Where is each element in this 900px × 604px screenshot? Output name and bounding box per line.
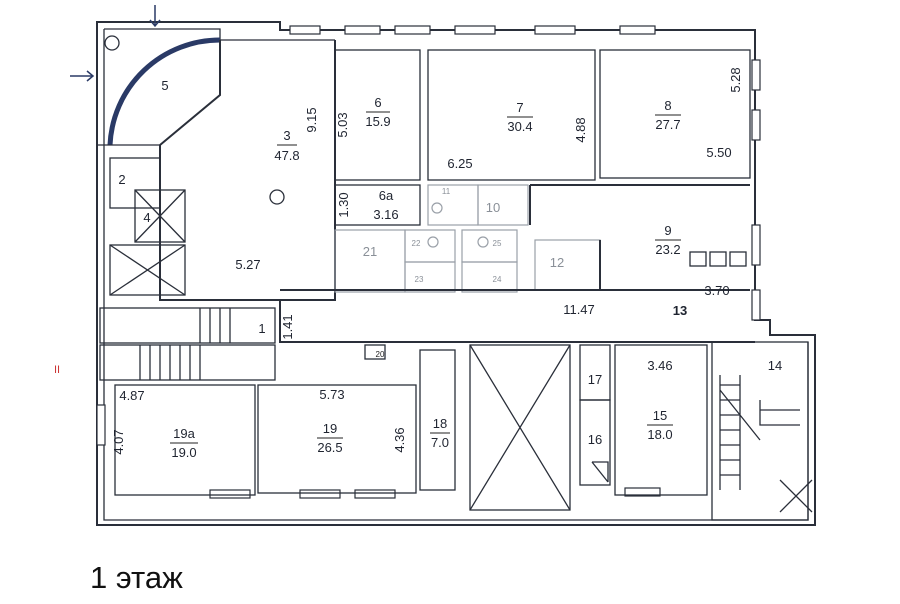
- floor-label: 1 этаж: [90, 560, 183, 595]
- radiator-icon: [709, 251, 727, 267]
- dim-6-25: 6.25: [447, 156, 472, 171]
- room-18-number: 18: [433, 416, 447, 431]
- shaft-crossed: [469, 344, 571, 511]
- entrance-arrow-icon: [149, 5, 161, 28]
- room-6a-number: 6а: [379, 188, 394, 203]
- column-icon: [269, 189, 285, 205]
- column-icon: [104, 35, 120, 51]
- dim-5-03: 5.03: [335, 112, 350, 137]
- room-19a-number: 19а: [173, 426, 195, 441]
- dim-4-36: 4.36: [392, 427, 407, 452]
- room-19-number: 19: [323, 421, 337, 436]
- room-5-number: 5: [161, 78, 168, 93]
- wet-rooms: [334, 184, 601, 293]
- dim-4-87: 4.87: [119, 388, 144, 403]
- room-12-number: 12: [550, 255, 564, 270]
- room-7-area: 30.4: [507, 119, 532, 134]
- room-16-number: 16: [588, 432, 602, 447]
- room-17-number: 17: [588, 372, 602, 387]
- room-10-number: 10: [486, 200, 500, 215]
- curved-wall: [107, 37, 221, 146]
- dim-4-88: 4.88: [573, 117, 588, 142]
- room-25-number: 25: [493, 239, 502, 248]
- dim-9-15: 9.15: [304, 107, 319, 132]
- room-13-number: 13: [673, 303, 687, 318]
- section-mark: II: [54, 364, 60, 376]
- radiator-icon: [689, 251, 707, 267]
- elevator-4: [134, 189, 186, 243]
- dim-5-27: 5.27: [235, 257, 260, 272]
- dim-11-47: 11.47: [563, 302, 595, 317]
- dim-5-50: 5.50: [706, 145, 731, 160]
- dim-4-07: 4.07: [111, 429, 126, 454]
- shaft: [109, 244, 186, 296]
- room-21-number: 21: [363, 244, 377, 259]
- room-7-number: 7: [516, 100, 523, 115]
- windows: [96, 25, 761, 499]
- room-15-number: 15: [653, 408, 667, 423]
- room-8-number: 8: [664, 98, 671, 113]
- dim-1-41: 1.41: [280, 314, 295, 339]
- dim-5-73: 5.73: [319, 387, 344, 402]
- room-labels: 5 3 47.8 2 4 6 15.9 6а 3.16 7 30.4 8 27.…: [118, 78, 782, 460]
- room-6-area: 15.9: [365, 114, 390, 129]
- entrance-arrow-icon: [70, 70, 95, 82]
- outer-wall: [96, 21, 816, 526]
- dim-1-30: 1.30: [336, 192, 351, 217]
- room-20-number: 20: [376, 350, 385, 359]
- room-14-number: 14: [768, 358, 782, 373]
- radiator-icon: [729, 251, 747, 267]
- room-19a-area: 19.0: [171, 445, 196, 460]
- room-4-number: 4: [143, 210, 150, 225]
- room-15-area: 18.0: [647, 427, 672, 442]
- room-2-number: 2: [118, 172, 125, 187]
- dim-5-28: 5.28: [728, 67, 743, 92]
- room-11-number: 11: [442, 187, 451, 196]
- dimension-labels: 9.15 5.03 6.25 4.88 5.28 5.50 1.30 5.27 …: [111, 67, 743, 454]
- room-19-area: 26.5: [317, 440, 342, 455]
- dim-3-70: 3.70: [704, 283, 729, 298]
- room-9-number: 9: [664, 223, 671, 238]
- room-9-area: 23.2: [655, 242, 680, 257]
- room-23-number: 23: [415, 275, 424, 284]
- room-6-number: 6: [374, 95, 381, 110]
- room-3-number: 3: [283, 128, 290, 143]
- room-22-number: 22: [412, 239, 421, 248]
- room-3-area: 47.8: [274, 148, 299, 163]
- room-1-number: 1: [258, 321, 265, 336]
- room-6a-area: 3.16: [373, 207, 398, 222]
- room-18-area: 7.0: [431, 435, 449, 450]
- dim-3-46: 3.46: [647, 358, 672, 373]
- room-8-area: 27.7: [655, 117, 680, 132]
- room-24-number: 24: [493, 275, 502, 284]
